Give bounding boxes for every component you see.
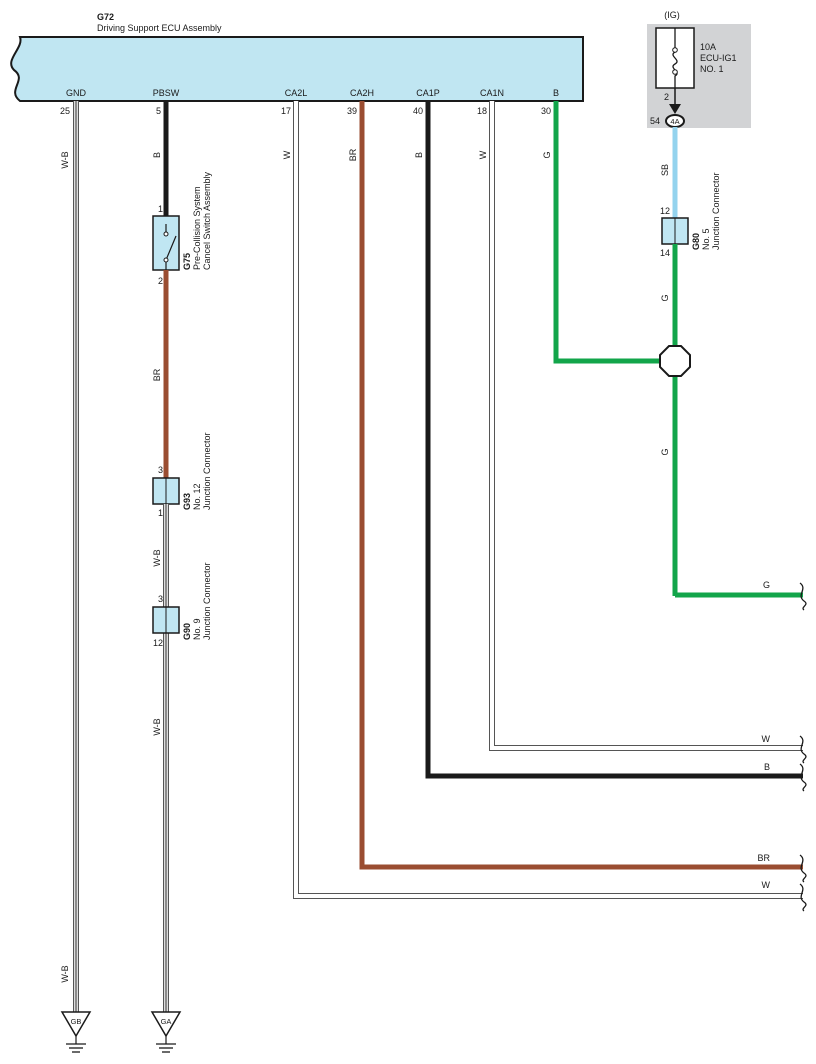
g93-pin-top: 3 [158,465,163,475]
exit-label-g: G [763,580,770,590]
fuse-rating: 10A [700,42,716,52]
wire-color-splice-down: G [660,448,670,455]
g80-code: G80 [691,233,701,250]
g75-switch-lever-icon [165,235,177,261]
wire-break-marks [799,582,807,912]
exit-label-w2: W [762,880,771,890]
wire-color-gnd-lower: W-B [60,965,70,982]
g90-pin-bottom: 12 [153,638,163,648]
g80-pin-top: 12 [660,206,670,216]
g93-pin-bottom: 1 [158,508,163,518]
wire-ca1p [425,101,803,779]
exit-label-b: B [764,762,770,772]
wire-color-ca1n: W [478,150,488,159]
wire-color-gnd: W-B [60,151,70,168]
pin-num-ca1p: 40 [413,106,423,116]
pin-num-ca2h: 39 [347,106,357,116]
wire-color-pbsw-lower1: W-B [152,549,162,566]
pin-name-b: B [553,88,559,98]
ground-label-gb: GB [71,1017,82,1026]
exit-label-w1: W [762,734,771,744]
ground-symbol-gb [60,1011,92,1053]
junction-block-pin: 54 [650,116,660,126]
fuse-terminal-top [672,47,678,53]
pin-name-ca2h: CA2H [350,88,374,98]
wire-color-pbsw-mid: BR [152,368,162,381]
fuse-name-line1: ECU-IG1 [700,53,737,63]
exit-label-br: BR [757,853,770,863]
ground-symbol-ga [150,1011,182,1053]
wire-color-g80-out: G [660,294,670,301]
pin-num-ca2l: 17 [281,106,291,116]
fuse-arrow-icon [669,104,681,114]
pin-num-pbsw: 5 [156,106,161,116]
wire-color-fuse-sb: SB [660,164,670,176]
pin-name-pbsw: PBSW [153,88,180,98]
g75-pin-top: 1 [158,204,163,214]
pin-num-ca1n: 18 [477,106,487,116]
junction-block-connector-label: 4A [670,117,679,126]
wire-ca2h [359,101,803,870]
pin-name-gnd: GND [66,88,87,98]
g75-pin-bottom: 2 [158,276,163,286]
g80-line2: Junction Connector [711,172,721,250]
ecu-body [10,36,584,102]
pin-num-b: 30 [541,106,551,116]
g93-code: G93 [182,493,192,510]
g80-line1: No. 5 [701,228,711,250]
fuse-terminal-bottom [672,69,678,75]
g75-name-line1: Pre-Collision System [192,186,202,270]
ecu-code: G72 [97,12,114,22]
wire-color-pbsw-lower2: W-B [152,718,162,735]
splice-point-icon [659,345,691,377]
g75-code: G75 [182,253,192,270]
g75-name-line2: Cancel Switch Assembly [202,171,212,270]
fuse-name-line2: NO. 1 [700,64,724,74]
g80-pin-bottom: 14 [660,248,670,258]
fuse-pin-number: 2 [664,92,669,102]
g93-line1: No. 12 [192,483,202,510]
wire-ca1n-fill [490,101,803,750]
wire-color-ca2h: BR [348,148,358,161]
wire-ca1n [489,101,803,751]
wire-color-pbsw-top: B [152,152,162,158]
g75-switch-terminal-bottom [163,257,169,263]
g75-switch-terminal-top [163,231,169,237]
wire-color-ca1p: B [414,152,424,158]
g90-pin-top: 3 [158,594,163,604]
g90-code: G90 [182,623,192,640]
ground-label-ga: GA [161,1017,172,1026]
wire-ca2l-fill [294,101,803,898]
g90-line2: Junction Connector [202,562,212,640]
pin-name-ca1p: CA1P [416,88,440,98]
g93-line2: Junction Connector [202,432,212,510]
fuse-power-source: (IG) [664,10,680,20]
pin-num-gnd: 25 [60,106,70,116]
ecu-name: Driving Support ECU Assembly [97,23,222,33]
wire-color-b: G [542,151,552,158]
pin-name-ca1n: CA1N [480,88,504,98]
pin-name-ca2l: CA2L [285,88,308,98]
wire-color-ca2l: W [282,150,292,159]
wire-b [553,101,663,364]
g90-line1: No. 9 [192,618,202,640]
